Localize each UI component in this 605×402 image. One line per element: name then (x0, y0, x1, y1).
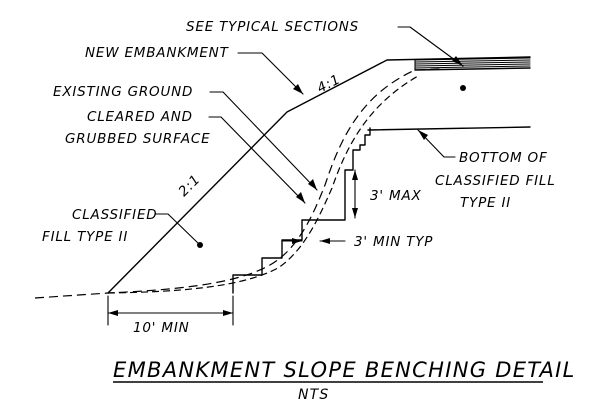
classified-fill-leader (154, 213, 201, 246)
detail-title: EMBANKMENT SLOPE BENCHING DETAIL (113, 358, 576, 382)
cleared-grubbed-line (107, 75, 419, 294)
arrowhead (418, 130, 428, 140)
see-typical-sections-label: SEE TYPICAL SECTIONS (186, 19, 359, 35)
ten-min-dimension-line (107, 295, 234, 326)
detail-subtitle: NTS (298, 387, 330, 402)
existing-ground-label: EXISTING GROUND (53, 84, 193, 100)
arrowhead (352, 170, 358, 180)
arrowhead (352, 208, 358, 218)
classified-fill-label-2: FILL TYPE II (42, 229, 128, 245)
cleared-grubbed-label-1: CLEARED AND (87, 109, 193, 125)
classified-fill-bottom-line (367, 126, 531, 131)
leader-dot-top (460, 85, 466, 91)
arrowhead (292, 238, 302, 244)
cleared-grubbed-leader (208, 116, 306, 204)
bottom-of-label-1: BOTTOM OF (459, 150, 548, 166)
ten-min-label: 10' MIN (133, 320, 190, 336)
arrowhead (293, 84, 303, 94)
see-typical-sections-leader (397, 26, 464, 67)
leader-dot (197, 242, 203, 248)
arrowhead (296, 192, 305, 203)
embankment-slope-outline (107, 56, 531, 294)
cleared-grubbed-label-2: GRUBBED SURFACE (65, 131, 210, 147)
bottom-classified-fill-leader (417, 129, 456, 158)
existing-ground-leader (209, 91, 318, 191)
three-max-label: 3' MAX (370, 188, 422, 204)
arrowhead (308, 179, 317, 190)
arrowhead (223, 310, 233, 316)
bottom-of-label-2: CLASSIFIED FILL (435, 173, 556, 189)
bottom-of-label-3: TYPE II (460, 195, 511, 211)
new-embankment-leader (237, 52, 304, 95)
existing-ground-line (34, 68, 441, 299)
arrowhead (452, 56, 463, 66)
pavement-layers (414, 57, 531, 71)
arrowhead (320, 238, 330, 244)
new-embankment-label: NEW EMBANKMENT (85, 45, 230, 61)
benching-steps (232, 127, 371, 294)
slope-2-1-label: 2:1 (176, 171, 204, 199)
arrowhead (108, 310, 118, 316)
classified-fill-label-1: CLASSIFIED (72, 207, 158, 223)
slope-4-1-label: 4:1 (315, 71, 344, 96)
three-min-typ-label: 3' MIN TYP (354, 234, 433, 250)
